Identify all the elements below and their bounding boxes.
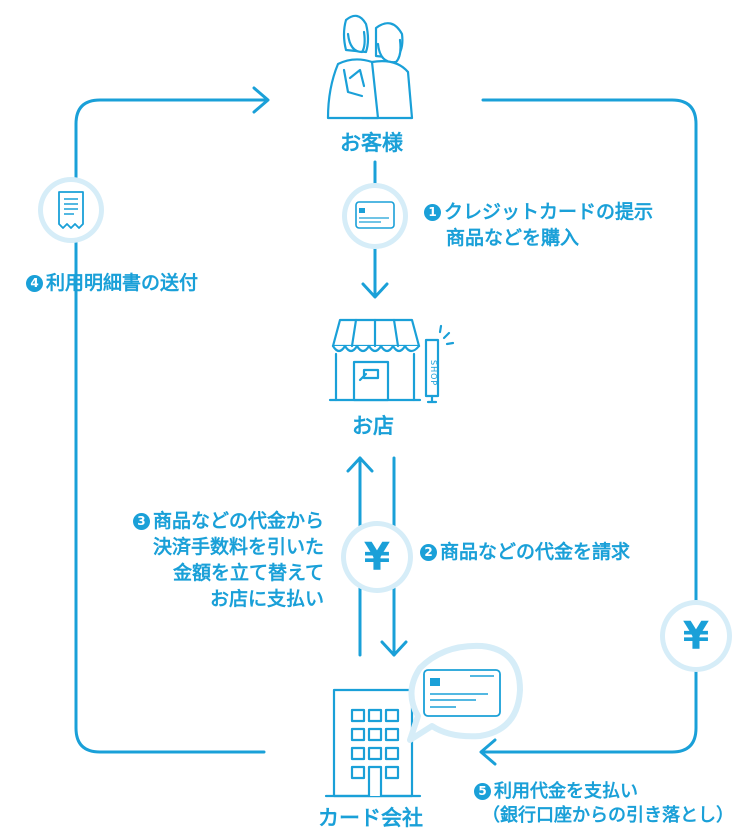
step-number-badge: 2 [420,544,437,561]
customers-icon [326,14,414,120]
customer-label: お客様 [340,131,403,155]
step-number-badge: 5 [474,783,491,800]
step-number-badge: 1 [424,204,441,221]
shop-label: お店 [352,414,394,438]
payment-flow-arrowhead [479,738,497,766]
step-number-badge: 4 [26,275,43,292]
payment-flow-line [480,98,698,754]
statement-circle [38,177,104,243]
shop-icon [328,318,455,404]
yen-circle-center: ¥ [341,521,413,593]
step-number-badge: 3 [132,513,150,530]
purchase-flow-arrowhead [361,282,389,299]
credit-card-icon [423,669,501,717]
card-company-label: カード会社 [318,806,423,830]
statement-flow-arrowhead [252,86,270,114]
statement-flow-line [74,98,268,754]
shop-sign-text: SHOP [429,360,438,387]
receipt-icon [58,191,84,229]
yen-icon: ¥ [665,605,727,667]
yen-icon: ¥ [346,526,408,588]
credit-card-circle [342,183,408,249]
billing-flow-arrowhead [380,640,408,657]
yen-circle-right: ¥ [660,600,732,672]
building-icon [324,688,422,798]
shop-payment-flow-arrowhead [346,456,374,473]
credit-card-icon [355,201,395,229]
